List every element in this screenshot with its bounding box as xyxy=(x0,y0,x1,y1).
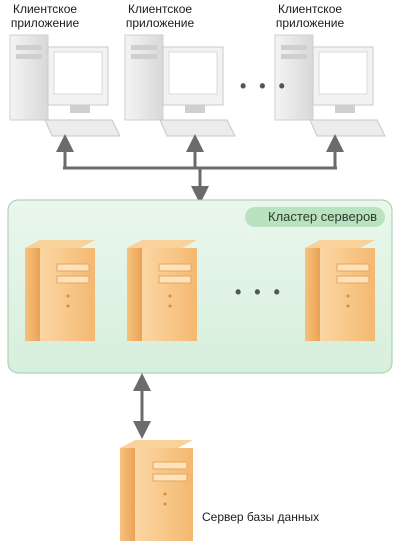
client-label-2-line1: Клиентское xyxy=(127,2,193,16)
client-label-1: Клиентское приложение xyxy=(0,2,90,30)
cluster-title: Кластер серверов xyxy=(268,209,378,224)
server-cluster xyxy=(7,199,393,374)
cluster-ellipsis: • • • xyxy=(235,282,284,302)
cluster-server-1 xyxy=(25,240,95,341)
cluster-server-3 xyxy=(305,240,375,341)
client-label-3-line1: Клиентское xyxy=(277,2,343,16)
client-label-1-line1: Клиентское xyxy=(12,2,78,16)
client-computer-3 xyxy=(274,34,386,137)
database-server xyxy=(120,440,193,541)
clients-ellipsis: • • • xyxy=(240,76,289,96)
client-label-2: Клиентское приложение xyxy=(115,2,205,30)
client-computer-1 xyxy=(9,34,121,137)
client-label-2-line2: приложение xyxy=(125,16,195,30)
cluster-server-2 xyxy=(127,240,197,341)
client-computer-2 xyxy=(124,34,236,137)
database-label: Сервер базы данных xyxy=(202,510,320,524)
client-label-3: Клиентское приложение xyxy=(265,2,355,30)
client-label-1-line2: приложение xyxy=(10,16,80,30)
client-label-3-line2: приложение xyxy=(275,16,345,30)
client-connector xyxy=(56,134,344,204)
